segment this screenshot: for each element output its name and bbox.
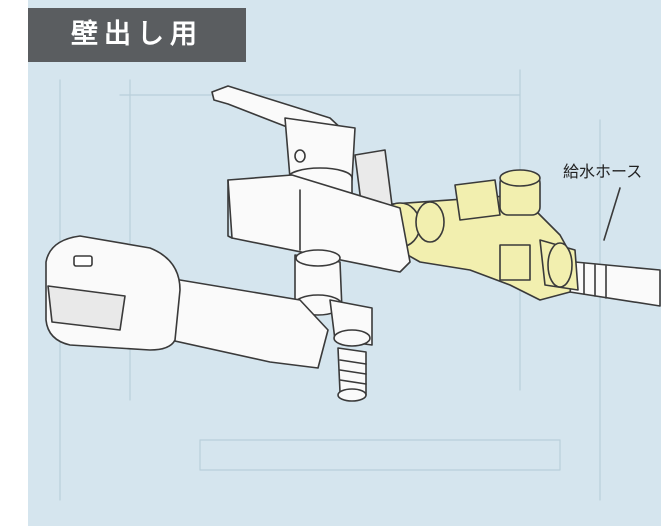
supply-hose-label: 給水ホース [563, 162, 643, 181]
spout-column [293, 249, 373, 347]
mount-type-title: 壁出し用 [28, 8, 246, 62]
hose-leader-line [603, 187, 621, 241]
lever-handle [211, 85, 356, 181]
supply-hose [569, 261, 661, 307]
faucet-body [227, 174, 411, 273]
stop-valve [377, 169, 579, 301]
spray-head [45, 235, 329, 369]
outlet-fitting [337, 347, 367, 402]
